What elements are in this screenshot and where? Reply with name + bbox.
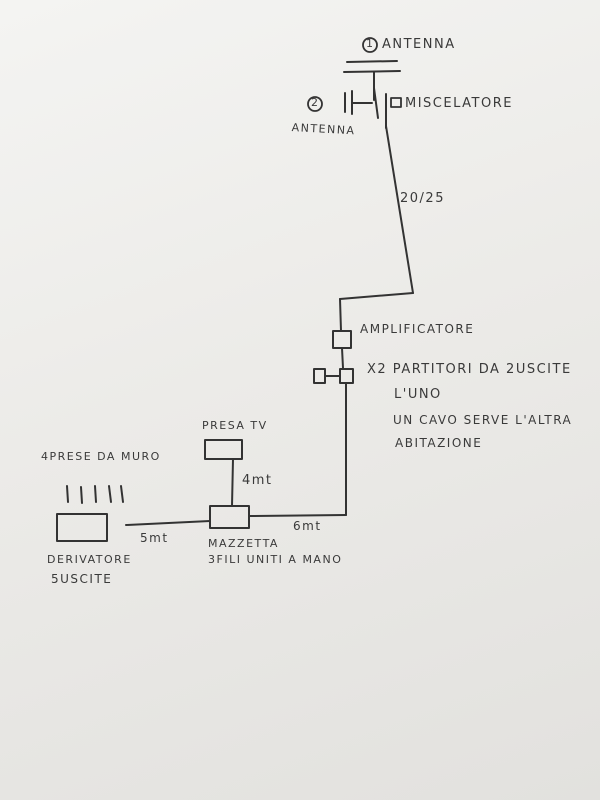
dist-5mt-label: 5mt: [140, 531, 169, 545]
partitori-symbol: [313, 368, 354, 384]
presa-tv-label: PRESA TV: [202, 419, 268, 432]
antenna-1-number: 1: [366, 37, 373, 50]
abitazione-label: ABITAZIONE: [395, 436, 483, 450]
amp-to-splitter-cable: [341, 347, 344, 369]
dist-4mt-label: 4mt: [242, 473, 273, 488]
circle-number-2: [307, 96, 323, 112]
cable-20-25-label: 20/25: [400, 191, 445, 206]
mazzetta-to-derivatore-cable: [125, 520, 211, 526]
amplificatore-box: [332, 330, 352, 349]
mazzetta-label: MAZZETTA: [208, 537, 279, 550]
uno-label: L'UNO: [394, 387, 442, 402]
miscelatore-symbol: [373, 87, 402, 129]
antenna-1-label: ANTENNA: [382, 37, 456, 52]
mazzetta-box: [209, 505, 250, 529]
derivatore-label: DERIVATORE: [47, 553, 132, 566]
antenna-2-symbol: [344, 90, 373, 115]
derivatore-box: [56, 513, 108, 542]
antenna-2-number: 2: [311, 96, 318, 109]
prese-muro-label: 4PRESE DA MURO: [41, 450, 161, 463]
splitter-to-mazzetta-cable: [248, 382, 347, 517]
partitori-label: X2 PARTITORI DA 2USCITE: [367, 362, 572, 377]
circle-number-1: [362, 37, 378, 53]
cinque-uscite-label: 5USCITE: [51, 572, 113, 586]
cavo-note-label: UN CAVO SERVE L'ALTRA: [393, 413, 573, 427]
dist-6mt-label: 6mt: [293, 519, 322, 533]
fili-uniti-label: 3FILI UNITI A MANO: [208, 553, 343, 566]
presa-tv-cable: [231, 458, 234, 507]
main-cable: [339, 125, 414, 332]
prese-muro-ticks: [66, 485, 124, 504]
amplificatore-label: AMPLIFICATORE: [360, 322, 475, 336]
miscelatore-label: MISCELATORE: [405, 96, 513, 111]
presa-tv-box: [204, 439, 243, 460]
